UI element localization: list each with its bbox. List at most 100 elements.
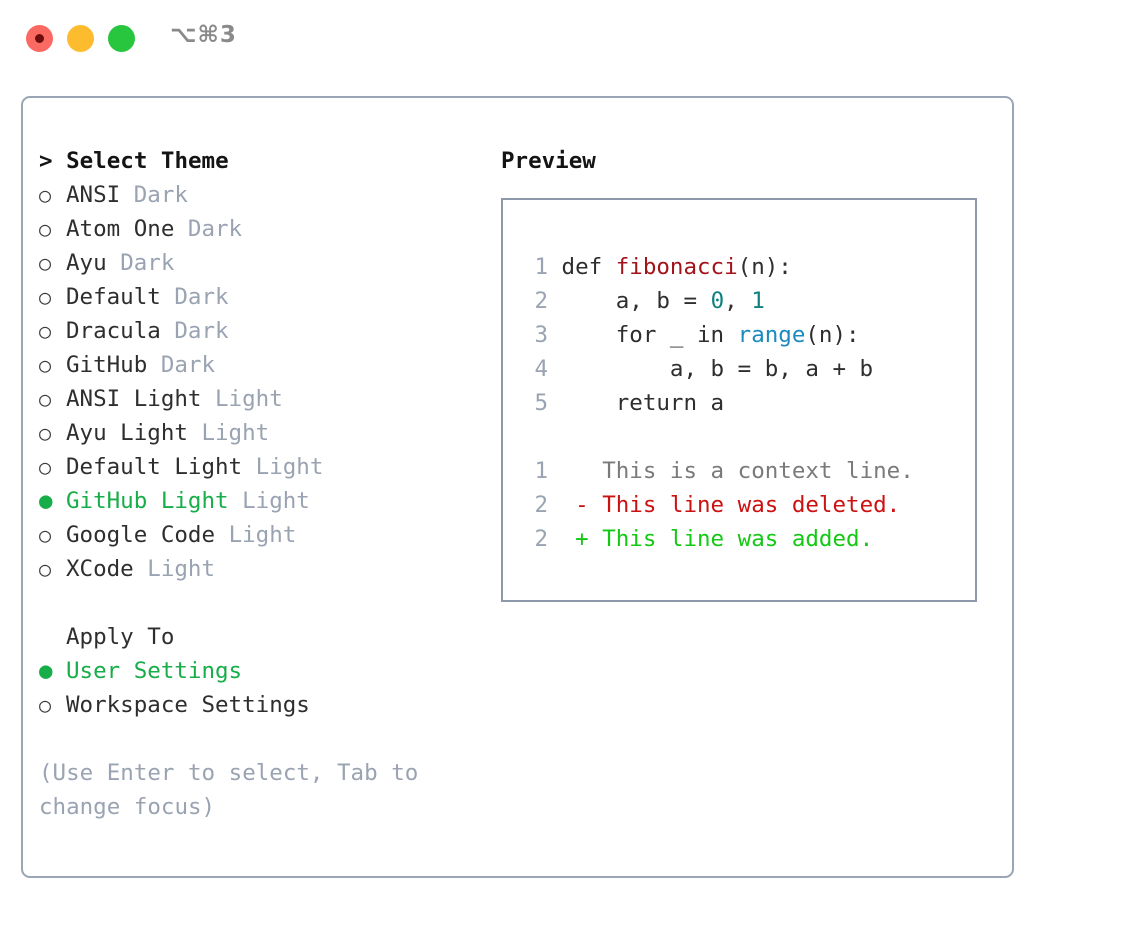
theme-option-label: Default Light xyxy=(66,454,243,480)
theme-option-label: GitHub xyxy=(66,352,148,378)
code-line: 5 return a xyxy=(521,386,975,420)
radio-unselected-icon: ○ xyxy=(39,251,52,275)
theme-option-default-dark[interactable]: ○Default Dark xyxy=(39,280,489,314)
apply-to-list[interactable]: ● User Settings ○ Workspace Settings xyxy=(39,654,489,722)
theme-option-ayu-light-light[interactable]: ○Ayu Light Light xyxy=(39,416,489,450)
theme-option-ayu-dark[interactable]: ○ Ayu Dark xyxy=(39,246,489,280)
theme-option-kind: Light xyxy=(242,488,310,514)
line-number: 2 xyxy=(534,288,548,314)
code-token-plain: a, b = xyxy=(561,288,711,314)
radio-selected-icon: ● xyxy=(39,658,53,684)
radio-unselected-icon: ○ xyxy=(39,387,52,411)
code-token-plain: , xyxy=(724,288,752,314)
preview-column: Preview 1 def fibonacci(n):2 a, b = 0, 1… xyxy=(501,144,1001,602)
code-token-plain: return a xyxy=(561,390,725,416)
theme-option-kind: Dark xyxy=(133,182,188,208)
theme-option-dracula-dark[interactable]: ○ Dracula Dark xyxy=(39,314,489,348)
apply-to-header: Apply To xyxy=(66,624,175,650)
radio-unselected-icon: ○ xyxy=(39,353,52,377)
theme-option-ansi-light-light[interactable]: ○ ANSI Light Light xyxy=(39,382,489,416)
code-token-num: 1 xyxy=(751,288,765,314)
code-token-plain: def xyxy=(561,254,616,280)
line-number: 2 xyxy=(534,492,548,518)
code-token-call: range xyxy=(737,322,806,348)
diff-line-add: 2 + This line was added. xyxy=(521,522,975,556)
theme-option-ansi-dark[interactable]: ○ ANSI Dark xyxy=(39,178,489,212)
theme-option-kind: Dark xyxy=(174,318,229,344)
theme-option-kind: Light xyxy=(215,386,283,412)
theme-option-kind: Light xyxy=(147,556,216,582)
theme-option-label: ANSI xyxy=(66,182,121,208)
theme-option-kind: Dark xyxy=(120,250,175,276)
diff-text: This line was deleted. xyxy=(602,492,901,518)
code-token-plain: (n): xyxy=(805,322,860,348)
theme-option-google-code-light[interactable]: ○Google Code Light xyxy=(39,518,489,552)
spacer xyxy=(39,586,489,620)
theme-option-kind: Light xyxy=(255,454,324,480)
theme-option-kind: Light xyxy=(201,420,270,446)
radio-unselected-icon: ○ xyxy=(39,455,52,479)
theme-selection-column: > Select Theme ○ANSI Dark○Atom One Dark○… xyxy=(39,144,489,824)
code-line: 2 a, b = 0, 1 xyxy=(521,284,975,318)
theme-option-atom-one-dark[interactable]: ○Atom One Dark xyxy=(39,212,489,246)
theme-option-kind: Light xyxy=(228,522,297,548)
apply-to-option-label: Workspace Settings xyxy=(66,692,310,718)
title-bar: ⌥⌘3 xyxy=(0,0,1140,78)
diff-sample: 1 This is a context line. 2 - This line w… xyxy=(521,454,975,556)
radio-unselected-icon: ○ xyxy=(39,319,52,343)
select-theme-header: > Select Theme xyxy=(39,148,229,174)
keyboard-shortcut-label: ⌥⌘3 xyxy=(170,22,237,48)
diff-text: This is a context line. xyxy=(602,458,914,484)
line-number: 2 xyxy=(534,526,548,552)
theme-option-kind: Dark xyxy=(160,352,216,378)
line-number: 5 xyxy=(534,390,548,416)
radio-unselected-icon: ○ xyxy=(39,557,52,581)
theme-option-github-light-light[interactable]: ● GitHub Light Light xyxy=(39,484,489,518)
diff-line-ctx: 1 This is a context line. xyxy=(521,454,975,488)
theme-option-xcode-light[interactable]: ○ XCode Light xyxy=(39,552,489,586)
maximize-light[interactable] xyxy=(108,25,135,52)
line-number: 1 xyxy=(534,458,548,484)
theme-option-label: GitHub Light xyxy=(66,488,229,514)
theme-option-label: Default xyxy=(66,284,161,310)
theme-option-label: Ayu Light xyxy=(66,420,188,446)
line-number: 1 xyxy=(534,254,548,280)
theme-option-kind: Dark xyxy=(174,284,229,310)
radio-selected-icon: ● xyxy=(39,488,53,514)
preview-title: Preview xyxy=(501,148,596,174)
radio-unselected-icon: ○ xyxy=(39,693,52,717)
keyboard-hint-text: (Use Enter to select, Tab to change focu… xyxy=(39,760,419,820)
apply-to-option-label: User Settings xyxy=(66,658,243,684)
apply-to-option-user-settings[interactable]: ● User Settings xyxy=(39,654,489,688)
apply-to-option-workspace-settings[interactable]: ○ Workspace Settings xyxy=(39,688,489,722)
theme-list[interactable]: ○ANSI Dark○Atom One Dark○Ayu Dark○Defaul… xyxy=(39,178,489,586)
theme-option-label: Google Code xyxy=(66,522,216,548)
window-controls xyxy=(26,25,135,52)
diff-marker: + xyxy=(575,526,603,552)
line-number: 4 xyxy=(534,356,548,382)
main-panel: > Select Theme ○ANSI Dark○Atom One Dark○… xyxy=(21,96,1014,878)
diff-text: This line was added. xyxy=(602,526,874,552)
theme-option-label: Dracula xyxy=(66,318,161,344)
minimize-light[interactable] xyxy=(67,25,94,52)
code-line: 3 for _ in range(n): xyxy=(521,318,975,352)
radio-unselected-icon: ○ xyxy=(39,183,52,207)
theme-option-label: Atom One xyxy=(66,216,175,242)
theme-option-label: XCode xyxy=(66,556,134,582)
diff-marker xyxy=(575,458,602,484)
theme-option-label: Ayu xyxy=(66,250,107,276)
theme-option-default-light-light[interactable]: ○ Default Light Light xyxy=(39,450,489,484)
code-token-num: 0 xyxy=(710,288,725,314)
theme-option-github-dark[interactable]: ○ GitHub Dark xyxy=(39,348,489,382)
close-light[interactable] xyxy=(26,25,53,52)
diff-marker: - xyxy=(575,492,603,518)
code-token-plain: (n): xyxy=(737,254,792,280)
code-line: 4 a, b = b, a + b xyxy=(521,352,975,386)
code-spacer xyxy=(521,420,975,454)
radio-unselected-icon: ○ xyxy=(39,217,52,241)
code-token-plain: a, b = b, a + b xyxy=(561,356,874,382)
theme-option-label: ANSI Light xyxy=(66,386,202,412)
code-token-fn: fibonacci xyxy=(615,254,738,280)
